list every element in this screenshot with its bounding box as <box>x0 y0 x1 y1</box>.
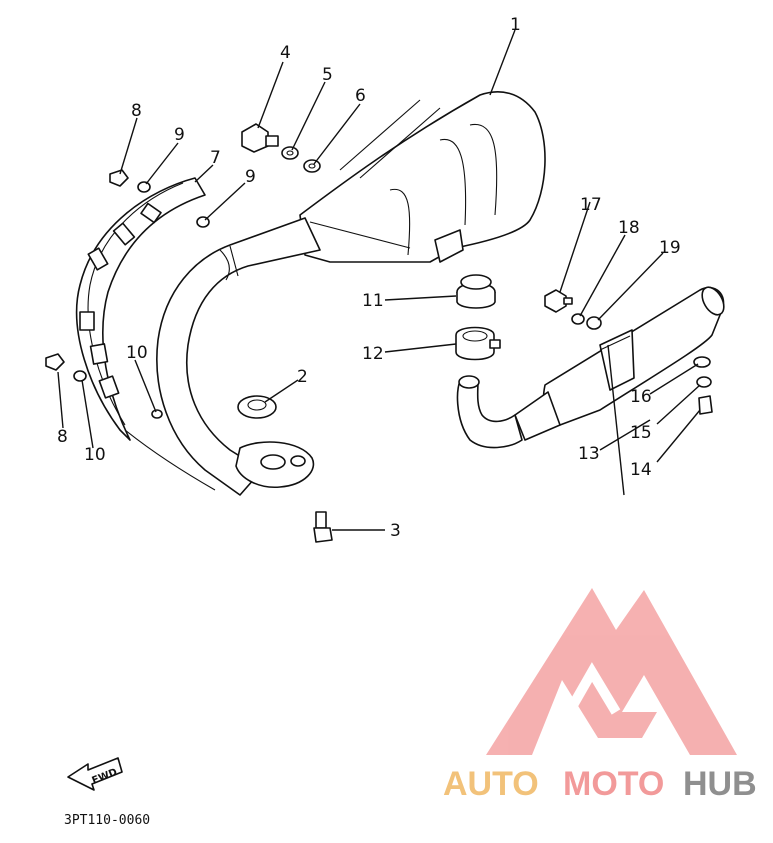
callout-2: 2 <box>297 367 308 387</box>
washer-6 <box>303 159 321 173</box>
silencer <box>456 286 725 449</box>
bolt-4 <box>241 123 279 153</box>
wordmark-auto: AUTO <box>443 765 539 803</box>
callout-15: 15 <box>630 423 652 443</box>
callout-19: 19 <box>659 238 681 258</box>
washer-19 <box>586 316 602 330</box>
bolt-8-lower <box>45 353 65 371</box>
callout-13: 13 <box>578 444 600 464</box>
callout-5: 5 <box>322 65 333 85</box>
bolt-8-upper <box>109 169 129 187</box>
callout-1: 1 <box>510 15 521 35</box>
bolt-14 <box>698 395 713 415</box>
bolt-3 <box>313 511 333 543</box>
callout-8-lower: 8 <box>57 427 68 447</box>
callout-4: 4 <box>280 43 291 63</box>
callout-11: 11 <box>362 291 384 311</box>
automotohub-logo <box>486 588 737 755</box>
washer-9-upper <box>137 181 151 193</box>
exhaust-protector <box>75 177 216 491</box>
washer-18 <box>571 313 585 325</box>
callout-7: 7 <box>210 148 221 168</box>
washer-10-lower <box>73 370 87 382</box>
callout-17: 17 <box>580 195 602 215</box>
leader-lines <box>57 29 701 531</box>
callout-10-mid: 10 <box>126 343 148 363</box>
callout-16: 16 <box>630 387 652 407</box>
callout-9-right: 9 <box>245 167 256 187</box>
washer-15 <box>696 376 712 388</box>
washer-5 <box>281 146 299 160</box>
callout-18: 18 <box>618 218 640 238</box>
automotohub-wordmark: AUTO MOTO HUB <box>443 765 757 803</box>
callout-labels: 1 2 3 4 5 6 7 8 8 9 9 10 10 11 12 13 14 … <box>57 15 681 541</box>
bolt-17 <box>544 289 573 313</box>
callout-8-upper: 8 <box>131 101 142 121</box>
forward-direction-arrow: FWD <box>67 757 123 791</box>
callout-14: 14 <box>630 460 652 480</box>
grommet <box>456 274 496 309</box>
callout-9-upper: 9 <box>174 125 185 145</box>
diagram-part-code: 3PT110-0060 <box>64 813 150 828</box>
callout-12: 12 <box>362 344 384 364</box>
wordmark-moto: MOTO <box>563 765 664 803</box>
callout-3: 3 <box>390 521 401 541</box>
washer-10-mid <box>151 409 163 419</box>
clamp <box>455 326 501 361</box>
wordmark-hub: HUB <box>683 765 757 803</box>
muffler-assembly <box>156 91 546 496</box>
callout-6: 6 <box>355 86 366 106</box>
callout-10-lower: 10 <box>84 445 106 465</box>
